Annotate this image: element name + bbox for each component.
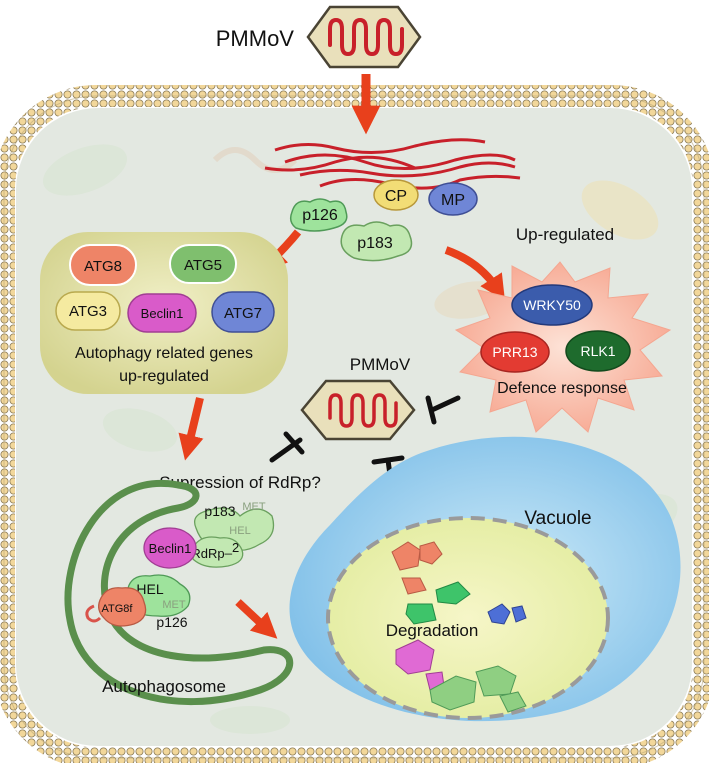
viral-rna-strands	[264, 138, 521, 190]
mp-label: MP	[441, 192, 465, 209]
autophagy-caption-line1: Autophagy related genes	[75, 345, 253, 362]
atg5-label: ATG5	[184, 257, 222, 274]
complex-hel-label: HEL	[136, 581, 163, 597]
inhibition-from-autophagosome	[269, 431, 305, 463]
autophagic-body	[326, 516, 610, 720]
atg8-protein: ATG8	[69, 244, 137, 286]
viral-protein-p183: p183	[340, 221, 413, 262]
beclin1-label: Beclin1	[141, 306, 184, 321]
complex-beclin1: Beclin1	[143, 527, 197, 569]
arrow-to-autophagosome	[178, 397, 204, 461]
complex-rdrp-label: RdRp	[191, 546, 224, 561]
up-regulated-label: Up-regulated	[516, 225, 614, 244]
atg3-protein: ATG3	[55, 291, 121, 331]
cell-membrane	[0, 85, 709, 763]
complex-hel-top-label: HEL	[229, 525, 250, 537]
suppression-label: Supression of RdRp?	[159, 473, 321, 492]
cp-label: CP	[385, 188, 407, 205]
arrow-to-defence	[444, 246, 505, 301]
prr13-label: PRR13	[492, 344, 537, 360]
arrow-to-vacuole	[235, 599, 278, 639]
atg3-label: ATG3	[69, 303, 107, 320]
complex-beclin1-label: Beclin1	[149, 541, 192, 556]
membrane-anchor-icon	[85, 604, 102, 623]
viral-rna-coil-icon	[328, 17, 404, 57]
vacuole-label: Vacuole	[524, 508, 591, 529]
atg8-label: ATG8	[84, 258, 122, 275]
autophagosome	[64, 479, 294, 705]
complex-rdrp: RdRp _2	[190, 536, 244, 568]
complex-atg8f-label: ATG8f	[102, 603, 134, 615]
complex-p183-label: p183	[204, 503, 235, 519]
complex-atg8f: ATG8f	[85, 587, 147, 627]
p126-label: p126	[302, 207, 338, 224]
rlk1-label: RLK1	[580, 343, 615, 359]
viral-protein-mp: MP	[428, 182, 478, 216]
wrky50-label: WRKY50	[523, 297, 581, 313]
beclin1-protein: Beclin1	[127, 293, 197, 333]
defence-response-label: Defence response	[497, 380, 627, 397]
complex-p126-label: p126	[156, 614, 187, 630]
pmmov-virion-center	[300, 379, 416, 441]
defence-response-burst: WRKY50 PRR13 RLK1 Defence response	[454, 261, 672, 433]
wrky50-protein: WRKY50	[511, 284, 593, 326]
rlk1-protein: RLK1	[565, 330, 631, 372]
autophagy-caption-line2: up-regulated	[119, 368, 209, 385]
atg5-protein: ATG5	[169, 244, 237, 284]
viral-protein-cp: CP	[373, 179, 419, 211]
degraded-protein-fragments	[391, 541, 527, 713]
autophagy-genes-box: ATG8 ATG5 ATG3 Beclin1 ATG7 Autophagy re…	[40, 232, 288, 394]
autophagosome-label: Autophagosome	[102, 677, 226, 696]
complex-met-label: MET	[162, 599, 186, 611]
complex-rdrp-suffix: _2	[224, 540, 239, 555]
degradation-label: Degradation	[386, 621, 479, 640]
viral-protein-p126: p126	[289, 198, 348, 232]
prr13-protein: PRR13	[480, 331, 550, 373]
pmmov-virion-top	[306, 5, 422, 69]
pmmov-label-top: PMMoV	[216, 26, 295, 51]
p183-label: p183	[357, 235, 393, 252]
complex-met-top-label: MET	[242, 501, 266, 513]
vacuole: Vacuole Degradation	[289, 436, 681, 722]
pmmov-label-center: PMMoV	[350, 355, 411, 374]
atg7-protein: ATG7	[211, 291, 275, 333]
atg7-label: ATG7	[224, 305, 262, 322]
inhibition-from-defence	[425, 395, 461, 425]
viral-rna-coil-icon-center	[328, 393, 398, 428]
